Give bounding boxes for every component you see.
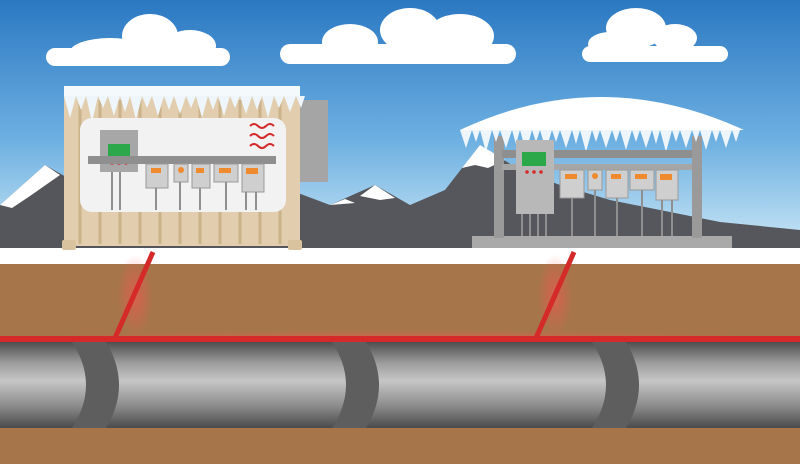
junction-box-icon (145, 163, 265, 193)
open-shelter (460, 97, 744, 248)
junction-box-icon (559, 169, 679, 201)
cloud-icon (46, 14, 230, 66)
pipe-joint (72, 342, 119, 428)
cloud-icon (280, 8, 516, 64)
indicator-light-icon (525, 170, 543, 174)
heat-trace-riser-left (112, 250, 156, 340)
control-panel-icon (516, 140, 554, 214)
indicator-green-screen (108, 144, 130, 158)
heat-wave-icon (249, 123, 275, 149)
pipe-joint (592, 342, 639, 428)
heat-trace-riser-right (533, 250, 577, 340)
cloud-icon (582, 8, 728, 62)
insulated-enclosure (62, 86, 328, 250)
snow-surface (0, 248, 800, 264)
soil-lower (0, 426, 800, 464)
indicator-green-screen (522, 152, 546, 166)
heat-trace-cable (0, 336, 800, 342)
pipeline (0, 342, 800, 428)
pipe-joint (332, 342, 379, 428)
